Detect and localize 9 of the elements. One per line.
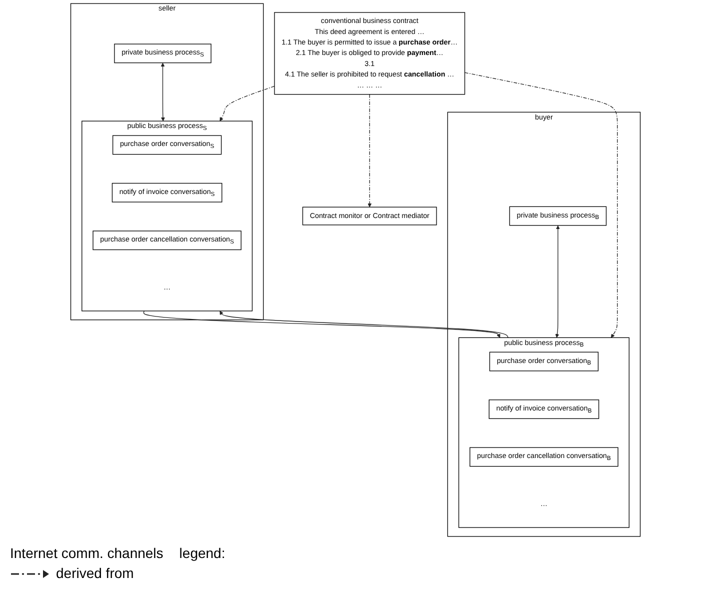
arrow [464,72,618,338]
arrow [220,86,275,122]
note-text: Internet comm. channels [10,545,164,561]
arrow [368,94,372,208]
arrow [220,310,508,338]
arrow [160,62,165,122]
legend-text: derived from [56,565,134,581]
arrow [555,225,560,338]
note-text: legend: [179,545,226,561]
